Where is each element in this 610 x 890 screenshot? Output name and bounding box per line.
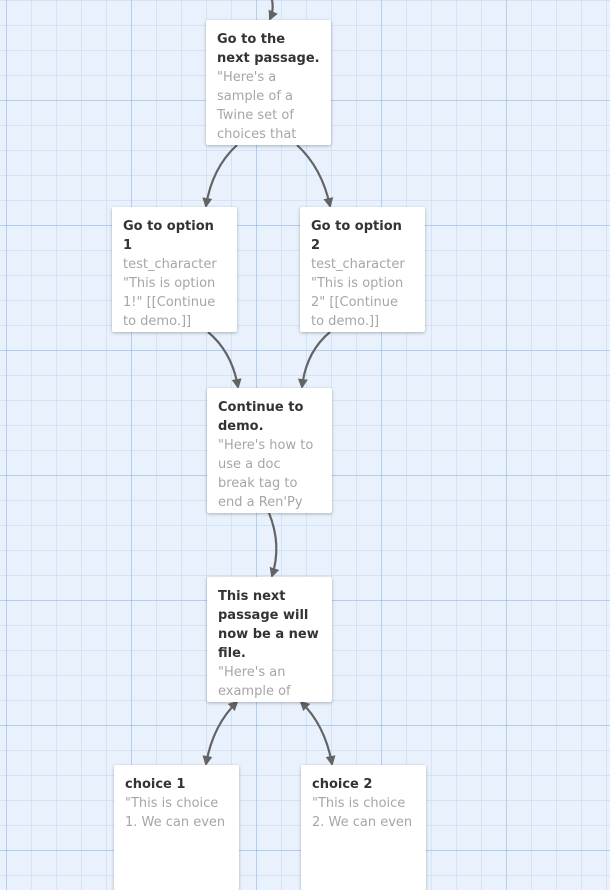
passage-title: Go to the next passage. [217,32,320,66]
link-next-to-opt1 [202,144,238,208]
passage-excerpt: test_character "This is option 2" [[Cont… [311,257,405,329]
passage-this-next-passage-will-now-be-a-new-file[interactable]: This next passage will now be a new file… [207,577,332,702]
passage-title: Go to option 1 [123,219,214,253]
passage-excerpt: "Here's an example of [218,665,291,699]
passage-title: Continue to demo. [218,400,304,434]
passage-go-to-option-2[interactable]: Go to option 2 test_character "This is o… [300,207,425,332]
passage-excerpt: "This is choice 1. We can even [125,796,226,830]
passage-links [202,0,336,766]
passage-title: choice 2 [312,777,373,792]
passage-excerpt: test_character "This is option 1!" [[Con… [123,257,217,329]
link-file-to-ch1 [202,700,239,766]
link-opt2-to-cont [297,331,331,389]
passage-go-to-option-1[interactable]: Go to option 1 test_character "This is o… [112,207,237,332]
passage-title: Go to option 2 [311,219,402,253]
link-previous-to-next [268,0,278,21]
link-opt1-to-cont [207,331,242,389]
link-file-to-ch2 [299,700,336,766]
link-cont-to-file [267,512,280,578]
link-next-to-opt2 [296,144,334,208]
passage-title: This next passage will now be a new file… [218,589,319,661]
passage-excerpt: "This is choice 2. We can even [312,796,413,830]
passage-choice-1[interactable]: choice 1 "This is choice 1. We can even [114,765,239,890]
passage-choice-2[interactable]: choice 2 "This is choice 2. We can even [301,765,426,890]
passage-excerpt: "Here's how to use a doc break tag to en… [218,438,314,510]
passage-excerpt: "Here's a sample of a Twine set of choic… [217,70,297,142]
passage-continue-to-demo[interactable]: Continue to demo. "Here's how to use a d… [207,388,332,513]
passage-go-to-the-next-passage[interactable]: Go to the next passage. "Here's a sample… [206,20,331,145]
passage-title: choice 1 [125,777,186,792]
